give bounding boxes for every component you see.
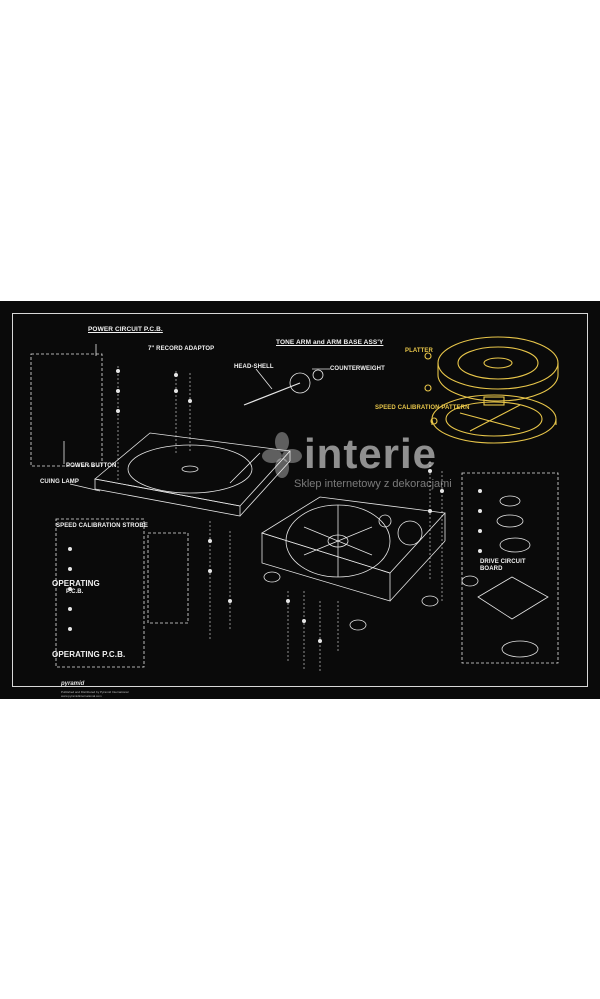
label-drive-circuit-board: DRIVE CIRCUIT BOARD: [480, 559, 526, 572]
turntable-body-left: [94, 432, 291, 507]
label-operating-pcb-small: P.C.B.: [66, 589, 84, 595]
watermark-flower-icon: [262, 432, 302, 478]
operating-pcb-box: [147, 532, 189, 624]
foot-3: [421, 595, 439, 607]
platter-top: [437, 336, 559, 390]
watermark-word: interie: [304, 430, 438, 477]
footer-line-2: www.pyramidinternational.com: [61, 694, 102, 698]
label-speed-calibration-pattern: SPEED CALIBRATION PATTERN: [375, 405, 470, 411]
speed-strobe-box: [55, 518, 145, 668]
footer-line-1: Published and Distributed by Pyramid Int…: [61, 690, 129, 694]
label-cuing-lamp: CUING LAMP: [40, 479, 79, 485]
label-power-button: POWER BUTTON: [66, 463, 117, 469]
label-head-shell: HEAD-SHELL: [234, 364, 274, 370]
label-speed-calibration-strobe: SPEED CALIBRATION STROBE: [56, 523, 148, 529]
turntable-base-right: [261, 532, 391, 602]
label-operating-pcb: OPERATING P.C.B.: [52, 650, 126, 659]
label-tone-arm: TONE ARM and ARM BASE ASS'Y: [276, 339, 384, 346]
drive-circuit-box: [461, 472, 559, 664]
foot-1: [263, 571, 281, 583]
turntable-base-left: [94, 478, 241, 517]
watermark-tagline: Sklep internetowy z dekoracjami: [294, 478, 452, 490]
poster-frame: [12, 313, 588, 687]
publisher-logo: pyramid: [61, 681, 85, 687]
label-platter: PLATTER: [405, 348, 433, 354]
power-circuit-box: [30, 353, 103, 467]
label-power-circuit: POWER CIRCUIT P.C.B.: [88, 326, 163, 333]
watermark: interie Sklep internetowy z dekoracjami: [262, 430, 452, 502]
turntable-exploded-diagram: [30, 336, 559, 671]
blueprint-poster: interie Sklep internetowy z dekoracjami …: [0, 301, 600, 699]
platter-well-left: [127, 444, 253, 494]
label-record-adaptor: 7" RECORD ADAPTOP: [148, 346, 215, 352]
foot-4: [461, 575, 479, 587]
label-counterweight: COUNTERWEIGHT: [330, 366, 385, 372]
foot-2: [349, 619, 367, 631]
tone-arm-line: [243, 382, 301, 406]
label-operating: OPERATING: [52, 579, 100, 588]
